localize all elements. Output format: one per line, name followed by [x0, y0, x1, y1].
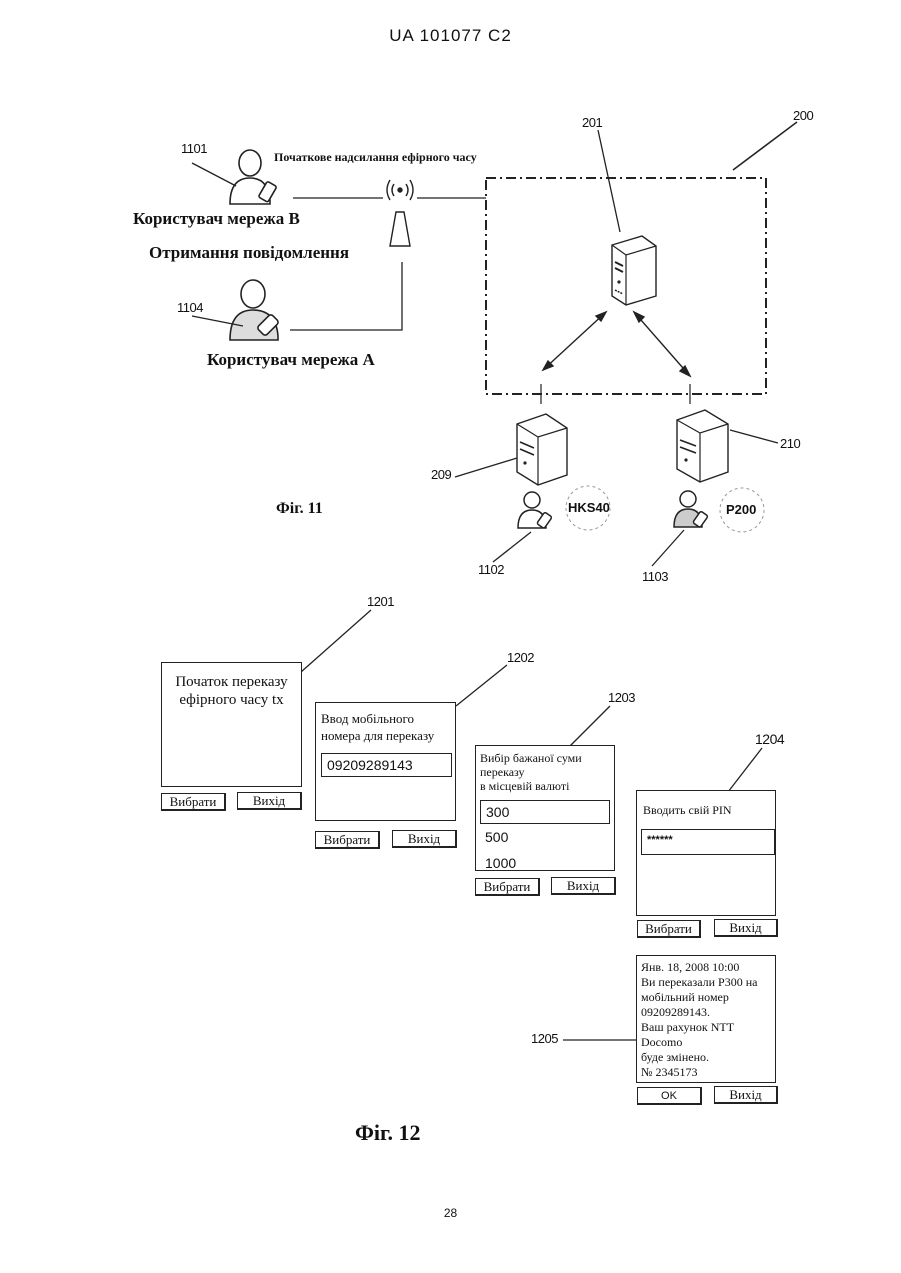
- label-user-network-a: Користувач мережа А: [207, 350, 375, 370]
- pin-prompt: Вводить свій PIN: [643, 803, 732, 818]
- select-button-1203[interactable]: Вибрати: [475, 878, 540, 896]
- ok-button-1205[interactable]: OK: [637, 1087, 702, 1105]
- screen-1202-line: номера для переказу: [321, 727, 434, 744]
- amount-option[interactable]: 500: [485, 829, 508, 845]
- user-1102-icon: [518, 492, 552, 529]
- screen-1201-line: Початок переказу: [162, 673, 301, 691]
- ref-200: 200: [793, 108, 813, 123]
- screen-1203-line: в місцевій валюті: [480, 779, 582, 793]
- fig12-caption: Фіг. 12: [355, 1120, 421, 1146]
- server-201-icon: [612, 236, 656, 305]
- ref-1102: 1102: [478, 562, 504, 577]
- ref-1103: 1103: [642, 569, 668, 584]
- antenna-tower-icon: [387, 180, 413, 246]
- page-number: 28: [0, 1206, 901, 1220]
- screen-1203-line: переказу: [480, 765, 582, 779]
- user-1104-icon: [230, 280, 279, 340]
- screen-1202: Ввод мобільного номера для переказу 0920…: [315, 702, 456, 821]
- select-button-1201[interactable]: Вибрати: [161, 793, 226, 811]
- ref-1101: 1101: [181, 141, 207, 156]
- leader-209: [455, 458, 517, 477]
- receipt-line: буде змінено.: [641, 1050, 757, 1065]
- link-userA-antenna: [290, 262, 402, 330]
- server-209-icon: [517, 414, 567, 485]
- screen-1201-line: ефірного часу tx: [162, 691, 301, 709]
- ref-1202: 1202: [507, 650, 534, 665]
- select-button-1204[interactable]: Вибрати: [637, 920, 701, 938]
- ref-1205: 1205: [531, 1031, 558, 1046]
- fig11-diagram: [0, 0, 901, 620]
- screen-1203-line: Вибір бажаної суми: [480, 751, 582, 765]
- amount-option-selected[interactable]: 300: [480, 800, 610, 824]
- leader-1103: [652, 530, 684, 566]
- ref-1204: 1204: [755, 731, 784, 747]
- receipt-line: мобільний номер: [641, 990, 757, 1005]
- amount-option[interactable]: 1000: [485, 855, 516, 871]
- arrow-201-210: [634, 312, 690, 376]
- ref-1104: 1104: [177, 300, 203, 315]
- receipt-line: Ви переказали P300 на: [641, 975, 757, 990]
- exit-button-1204[interactable]: Вихід: [714, 919, 778, 937]
- fig11-caption: Фіг. 11: [276, 500, 323, 518]
- screen-1205: Янв. 18, 2008 10:00 Ви переказали P300 н…: [636, 955, 776, 1083]
- receipt-line: Янв. 18, 2008 10:00: [641, 960, 757, 975]
- leader-1203: [568, 706, 610, 748]
- leader-210: [730, 430, 778, 443]
- screen-1202-line: Ввод мобільного: [321, 710, 434, 727]
- server-210-icon: [677, 410, 728, 482]
- receipt-line: 09209289143.: [641, 1005, 757, 1020]
- ref-1201: 1201: [367, 594, 394, 609]
- badge-hks40: HKS40: [568, 500, 610, 515]
- user-1103-icon: [674, 491, 708, 528]
- label-receive-message: Отримання повідомлення: [149, 243, 349, 263]
- leader-1202: [456, 665, 507, 706]
- phone-number-field[interactable]: 09209289143: [321, 753, 452, 777]
- leader-1101: [192, 163, 236, 186]
- ref-210: 210: [780, 436, 800, 451]
- exit-button-1203[interactable]: Вихід: [551, 877, 616, 895]
- badge-p200: P200: [726, 502, 756, 517]
- receipt-line: Docomo: [641, 1035, 757, 1050]
- exit-button-1201[interactable]: Вихід: [237, 792, 302, 810]
- exit-button-1205[interactable]: Вихід: [714, 1086, 778, 1104]
- receipt-line: № 2345173: [641, 1065, 757, 1080]
- screen-1204: Вводить свій PIN ******: [636, 790, 776, 916]
- ref-201: 201: [582, 115, 602, 130]
- select-button-1202[interactable]: Вибрати: [315, 831, 380, 849]
- leader-1204: [728, 748, 762, 792]
- exit-button-1202[interactable]: Вихід: [392, 830, 457, 848]
- leader-201: [598, 130, 620, 232]
- leader-200: [733, 122, 797, 170]
- leader-1102: [493, 532, 531, 562]
- ref-1203: 1203: [608, 690, 635, 705]
- label-initial-send: Початкове надсилання ефірного часу: [274, 150, 477, 165]
- arrow-201-209: [543, 312, 606, 370]
- ref-209: 209: [431, 467, 451, 482]
- screen-1201: Початок переказу ефірного часу tx: [161, 662, 302, 787]
- receipt-line: Ваш рахунок NTT: [641, 1020, 757, 1035]
- screen-1203: Вибір бажаної суми переказу в місцевій в…: [475, 745, 615, 871]
- user-1101-icon: [230, 150, 277, 204]
- label-user-network-b: Користувач мережа В: [133, 209, 300, 229]
- pin-input[interactable]: ******: [641, 829, 775, 855]
